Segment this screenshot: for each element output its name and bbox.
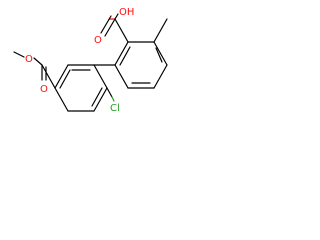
hydroxyl-label: OH <box>119 7 134 18</box>
ring-double-bond <box>155 47 163 63</box>
ester-o-bond <box>33 57 43 66</box>
molecule-drawing: OH O O O Cl <box>13 7 168 114</box>
ring-bond <box>54 64 69 89</box>
ring-bond <box>114 41 129 66</box>
carboxylic-acid-group <box>100 13 129 43</box>
carbonyl-bond-2 <box>100 15 112 34</box>
carboxyl-c-bond <box>114 18 129 43</box>
ring-double-bond <box>91 87 103 107</box>
carbonyl-bond-1 <box>104 18 116 37</box>
ring-bond <box>153 41 168 66</box>
ring-bond <box>54 87 69 112</box>
ring-double-bond <box>119 46 131 66</box>
ester-carbonyl-oxygen-label: O <box>40 84 48 95</box>
ring-bond <box>114 64 129 89</box>
ring-bond <box>153 64 168 89</box>
o-methyl-bond <box>13 51 25 58</box>
c-cl-bond-green <box>111 96 115 102</box>
ester-c-bond <box>41 64 56 89</box>
methyl-bond <box>153 18 168 43</box>
methyl-ester-group <box>13 51 56 89</box>
c-cl-bond <box>106 87 113 98</box>
ester-ether-oxygen-label: O <box>25 54 33 65</box>
benzoic-ring <box>114 41 168 89</box>
ring-double-bond <box>59 69 71 89</box>
ring-bond <box>93 87 108 112</box>
chlorine-label: Cl <box>110 103 120 114</box>
c-oh-bond <box>114 13 119 20</box>
carboxyl-oxygen-label: O <box>94 35 102 46</box>
ring-bond <box>93 64 108 89</box>
structure-diagram: OH O O O Cl <box>0 0 199 148</box>
chlorophenyl-ring <box>54 64 108 112</box>
